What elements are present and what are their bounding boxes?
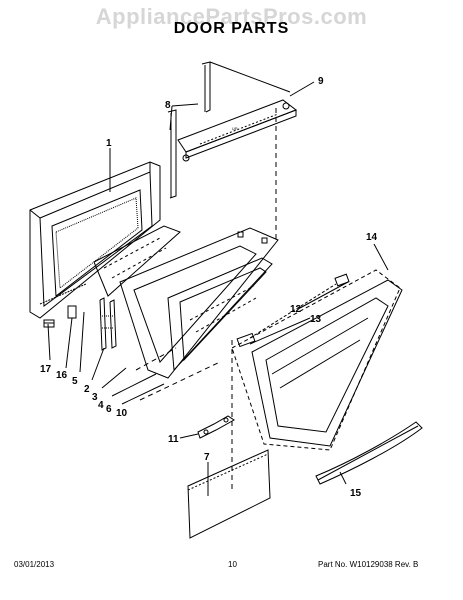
callout-7: 7 — [204, 452, 210, 463]
callout-14: 14 — [366, 232, 378, 243]
part-1-outer-door — [29, 161, 161, 319]
leader-lines — [47, 81, 389, 496]
watermark: AppliancePartsPros.com — [95, 4, 368, 29]
part-15-door-handle — [315, 421, 423, 485]
callout-4: 4 — [98, 400, 104, 411]
footer-part-number: Part No. W10129038 Rev. B — [318, 560, 419, 569]
callout-5: 5 — [72, 376, 78, 387]
callout-1: 1 — [106, 138, 112, 149]
part-4-inner-door-frame — [119, 227, 279, 379]
footer-page-number: 10 — [228, 560, 237, 569]
part-6-inner-glass — [167, 257, 273, 372]
callout-2: 2 — [84, 384, 90, 395]
svg-text:UP: UP — [232, 126, 238, 131]
part-8-brackets — [167, 61, 291, 199]
callout-10: 10 — [116, 408, 128, 419]
part-14-outer-glass-assembly — [231, 269, 403, 451]
part-2-3-hinges — [99, 297, 117, 351]
callout-6: 6 — [106, 404, 112, 415]
callout-13: 13 — [310, 314, 322, 325]
callout-3: 3 — [92, 392, 98, 403]
callout-15: 15 — [350, 488, 362, 499]
callout-17: 17 — [40, 364, 52, 375]
footer-date: 03/01/2013 — [14, 560, 55, 569]
callout-16: 16 — [56, 370, 68, 381]
callout-labels: 1 8 9 14 12 13 17 16 5 2 3 4 6 10 11 7 1… — [40, 76, 378, 499]
page-title: DOOR PARTS — [173, 20, 290, 37]
part-5-glass-panel — [93, 225, 181, 297]
part-12-13-latch — [236, 273, 350, 348]
callout-9: 9 — [318, 76, 324, 87]
callout-8: 8 — [165, 100, 171, 111]
callout-12: 12 — [290, 304, 302, 315]
part-11-handle-bracket — [197, 415, 235, 439]
callout-11: 11 — [168, 434, 179, 445]
part-9-top-trim: UP — [177, 99, 298, 162]
alignment-lines — [135, 108, 277, 490]
part-7-bottom-trim — [187, 449, 271, 539]
